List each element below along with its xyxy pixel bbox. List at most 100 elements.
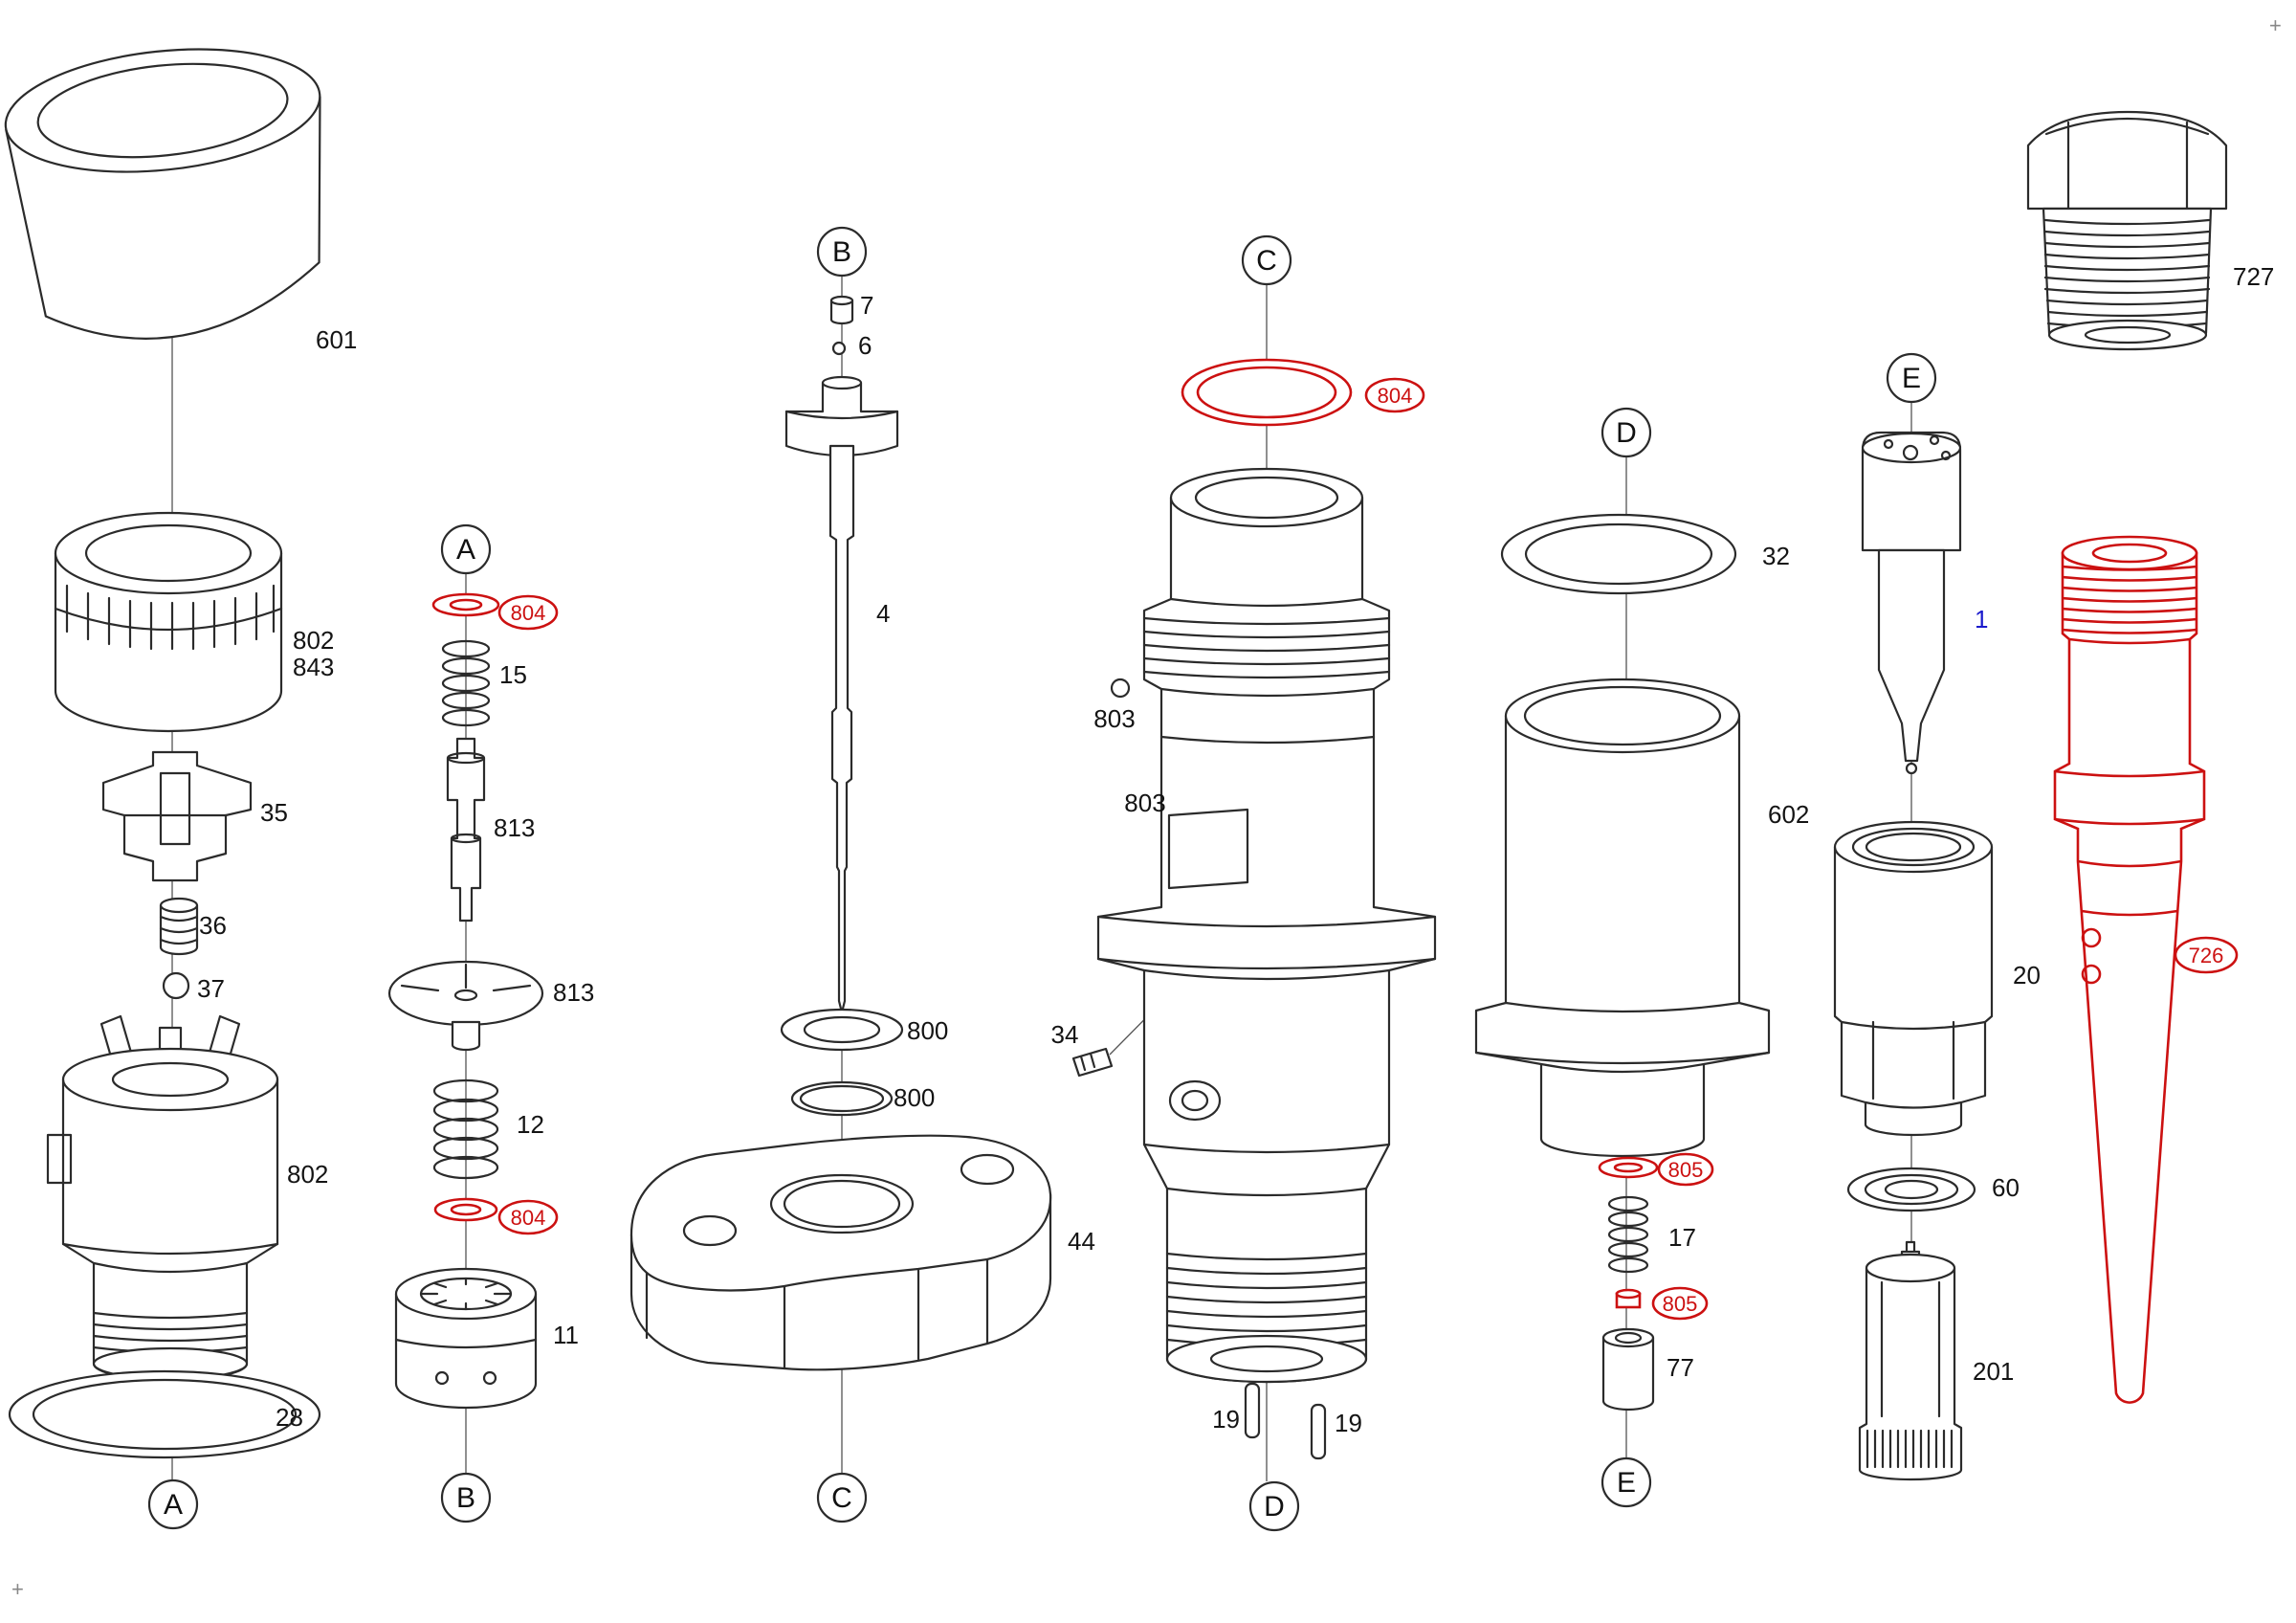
part-805-lower-badge: 805: [1651, 1286, 1709, 1321]
part-77-label: 77: [1667, 1353, 1694, 1382]
nozzle-201-drawing: [1858, 1240, 1963, 1481]
svg-text:805: 805: [1668, 1158, 1704, 1182]
pin-813-drawing: [446, 737, 486, 923]
svg-text:805: 805: [1663, 1292, 1698, 1316]
part-843-label: 843: [293, 653, 334, 681]
section-marker-a-bottom: A: [147, 1478, 199, 1530]
part-800-lower-label: 800: [894, 1083, 935, 1112]
seal-804-upper-drawing: [431, 592, 500, 617]
corner-mark-bottom-left: +: [11, 1577, 24, 1601]
part-802-body-label: 802: [287, 1160, 328, 1189]
fitting-727-drawing: [2026, 110, 2228, 351]
part-602-label: 602: [1768, 800, 1809, 829]
filter-36-drawing: [159, 897, 199, 956]
part-44-label: 44: [1068, 1227, 1095, 1256]
spring-12-drawing: [432, 1078, 499, 1180]
part-20-label: 20: [2013, 961, 2041, 989]
part-7-label: 7: [860, 291, 873, 320]
ring-nut-802-843-drawing: [54, 511, 283, 733]
part-11-label: 11: [553, 1321, 579, 1349]
seal-804-lower-drawing: [433, 1197, 498, 1222]
part-15-label: 15: [499, 660, 527, 689]
section-marker-b-top: B: [816, 226, 868, 278]
part-19-right-label: 19: [1335, 1409, 1362, 1437]
spline-nut-11-drawing: [394, 1267, 538, 1410]
section-marker-a-top: A: [440, 523, 492, 575]
ring-32-drawing: [1500, 513, 1737, 595]
part-803-body-label: 803: [1124, 789, 1165, 817]
part-727-label: 727: [2233, 262, 2274, 291]
svg-text:804: 804: [1378, 384, 1413, 408]
pin-34-drawing: [1071, 1047, 1114, 1078]
svg-text:804: 804: [511, 601, 546, 625]
svg-text:A: A: [456, 534, 475, 566]
part-726-badge: 726: [2174, 936, 2239, 974]
svg-text:E: E: [1617, 1467, 1636, 1499]
part-28-label: 28: [276, 1403, 303, 1432]
ball-6-drawing: [831, 341, 847, 356]
part-17-label: 17: [1668, 1223, 1696, 1252]
svg-text:C: C: [1256, 245, 1277, 277]
part-35-label: 35: [260, 798, 288, 827]
part-804-upper-badge: 804: [497, 594, 559, 631]
tube-726-drawing: [2053, 535, 2206, 1404]
svg-text:E: E: [1902, 363, 1921, 394]
body-803-drawing: [1096, 467, 1437, 1384]
spring-15-drawing: [441, 639, 491, 727]
svg-text:B: B: [456, 1482, 475, 1514]
nut-20-drawing: [1833, 820, 1994, 1137]
dowel-19-left-drawing: [1244, 1382, 1261, 1439]
ball-803-drawing: [1110, 678, 1131, 699]
section-marker-b-bottom: B: [440, 1472, 492, 1523]
section-marker-d-top: D: [1601, 407, 1652, 458]
part-803-ball-label: 803: [1093, 704, 1135, 733]
seal-805-lower-drawing: [1615, 1288, 1642, 1309]
section-marker-c-bottom: C: [816, 1472, 868, 1523]
part-601-label: 601: [316, 325, 357, 354]
section-marker-c-top: C: [1241, 234, 1292, 286]
part-813-pin-label: 813: [494, 813, 535, 842]
sleeve-77-drawing: [1601, 1327, 1655, 1412]
part-800-upper-label: 800: [907, 1016, 948, 1045]
part-36-label: 36: [199, 911, 227, 940]
part-813-plate-label: 813: [553, 978, 594, 1007]
ring-800-upper-drawing: [780, 1008, 904, 1052]
part-1-label: 1: [1975, 605, 1988, 634]
svg-text:D: D: [1616, 417, 1637, 449]
valve-body-802-drawing: [46, 1014, 279, 1382]
washer-60-drawing: [1846, 1167, 1976, 1212]
spring-17-drawing: [1607, 1195, 1649, 1274]
clamp-44-drawing: [629, 1134, 1052, 1371]
ring-800-lower-drawing: [790, 1080, 894, 1117]
valve-set-4-drawing: [784, 375, 899, 1014]
svg-text:B: B: [832, 236, 851, 268]
dowel-19-right-drawing: [1310, 1403, 1327, 1460]
cap-7-drawing: [829, 295, 854, 325]
ball-37-drawing: [162, 971, 190, 1000]
part-34-label: 34: [1051, 1020, 1079, 1049]
plate-813-drawing: [387, 960, 544, 1052]
svg-text:726: 726: [2189, 944, 2224, 967]
part-37-label: 37: [197, 974, 225, 1003]
part-12-label: 12: [517, 1110, 544, 1139]
section-marker-e-bottom: E: [1601, 1456, 1652, 1508]
svg-text:A: A: [164, 1489, 183, 1521]
section-marker-e-top: E: [1886, 352, 1937, 404]
clip-35-drawing: [101, 750, 253, 882]
svg-text:804: 804: [511, 1206, 546, 1230]
part-802-top-label: 802: [293, 626, 334, 655]
part-804-oring-badge: 804: [1364, 377, 1425, 413]
part-805-upper-badge: 805: [1657, 1152, 1714, 1187]
part-804-lower-badge: 804: [497, 1199, 559, 1235]
part-60-label: 60: [1992, 1173, 2020, 1202]
part-32-label: 32: [1762, 542, 1790, 570]
corner-mark-top-right: +: [2269, 13, 2282, 37]
o-ring-28-drawing: [8, 1369, 321, 1459]
part-4-label: 4: [876, 599, 890, 628]
svg-text:D: D: [1264, 1491, 1285, 1523]
valve-1-drawing: [1861, 431, 1962, 775]
seal-805-upper-drawing: [1598, 1156, 1659, 1179]
part-19-left-label: 19: [1212, 1405, 1240, 1434]
